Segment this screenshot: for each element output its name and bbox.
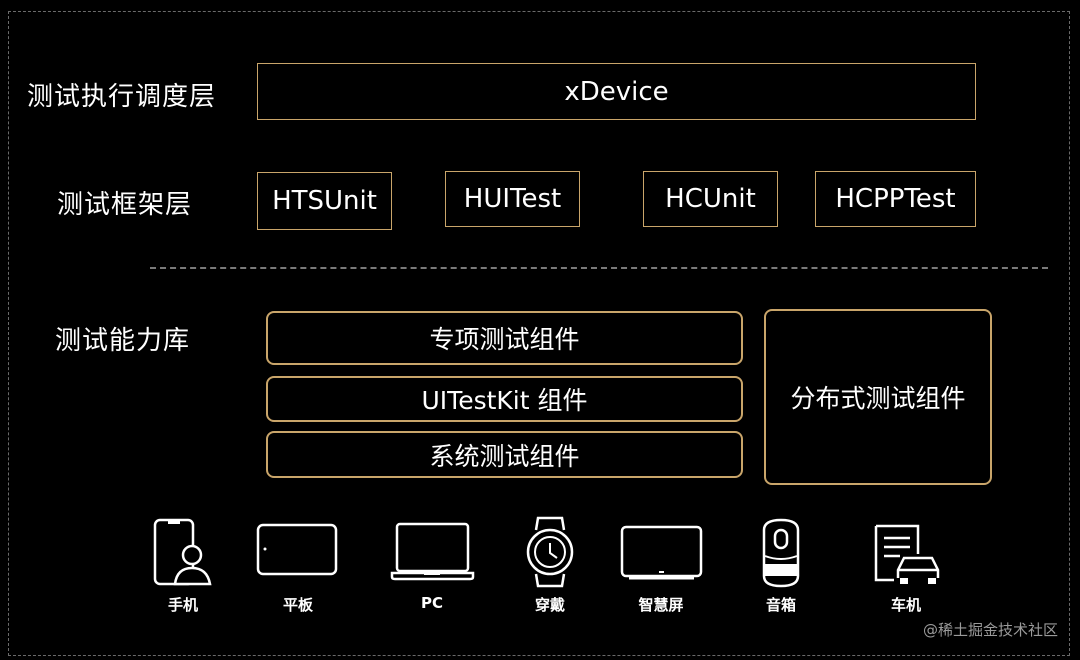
device-pc: PC xyxy=(382,516,482,616)
device-smart-screen: 智慧屏 xyxy=(611,516,711,616)
diagram-frame xyxy=(8,11,1070,656)
speaker-icon xyxy=(762,518,800,588)
laptop-icon xyxy=(390,522,475,581)
device-phone: 手机 xyxy=(133,516,233,616)
car-icon xyxy=(874,524,940,584)
tv-icon xyxy=(620,525,703,580)
component-uitestkit: UITestKit 组件 xyxy=(266,376,743,422)
device-tablet: 平板 xyxy=(248,516,348,616)
framework-layer-label: 测试框架层 xyxy=(57,190,193,220)
watermark: @稀土掘金技术社区 xyxy=(922,621,1058,639)
device-label-pc: PC xyxy=(420,594,443,612)
tablet-icon xyxy=(256,523,338,576)
component-system-test: 系统测试组件 xyxy=(266,431,743,478)
capability-layer-label: 测试能力库 xyxy=(55,326,191,356)
framework-item-huitest: HUITest xyxy=(445,171,580,227)
device-label-tablet: 平板 xyxy=(282,596,313,614)
device-label-car: 车机 xyxy=(890,596,921,614)
device-speaker: 音箱 xyxy=(731,516,831,616)
xdevice-box: xDevice xyxy=(257,63,976,120)
framework-item-hcunit: HCUnit xyxy=(643,171,778,227)
watch-icon xyxy=(526,516,574,588)
device-wearable: 穿戴 xyxy=(500,516,600,616)
execution-layer-label: 测试执行调度层 xyxy=(27,82,217,112)
device-car: 车机 xyxy=(856,516,956,616)
device-label-smart-screen: 智慧屏 xyxy=(638,596,684,614)
phone-icon xyxy=(153,518,212,586)
framework-item-htsunit: HTSUnit xyxy=(257,172,392,230)
framework-item-hcpptest: HCPPTest xyxy=(815,171,976,227)
device-label-wearable: 穿戴 xyxy=(534,596,565,614)
component-special-test: 专项测试组件 xyxy=(266,311,743,365)
device-label-phone: 手机 xyxy=(167,596,198,614)
component-distributed-test: 分布式测试组件 xyxy=(764,309,992,485)
device-label-speaker: 音箱 xyxy=(765,596,796,614)
layer-divider xyxy=(150,267,1048,269)
